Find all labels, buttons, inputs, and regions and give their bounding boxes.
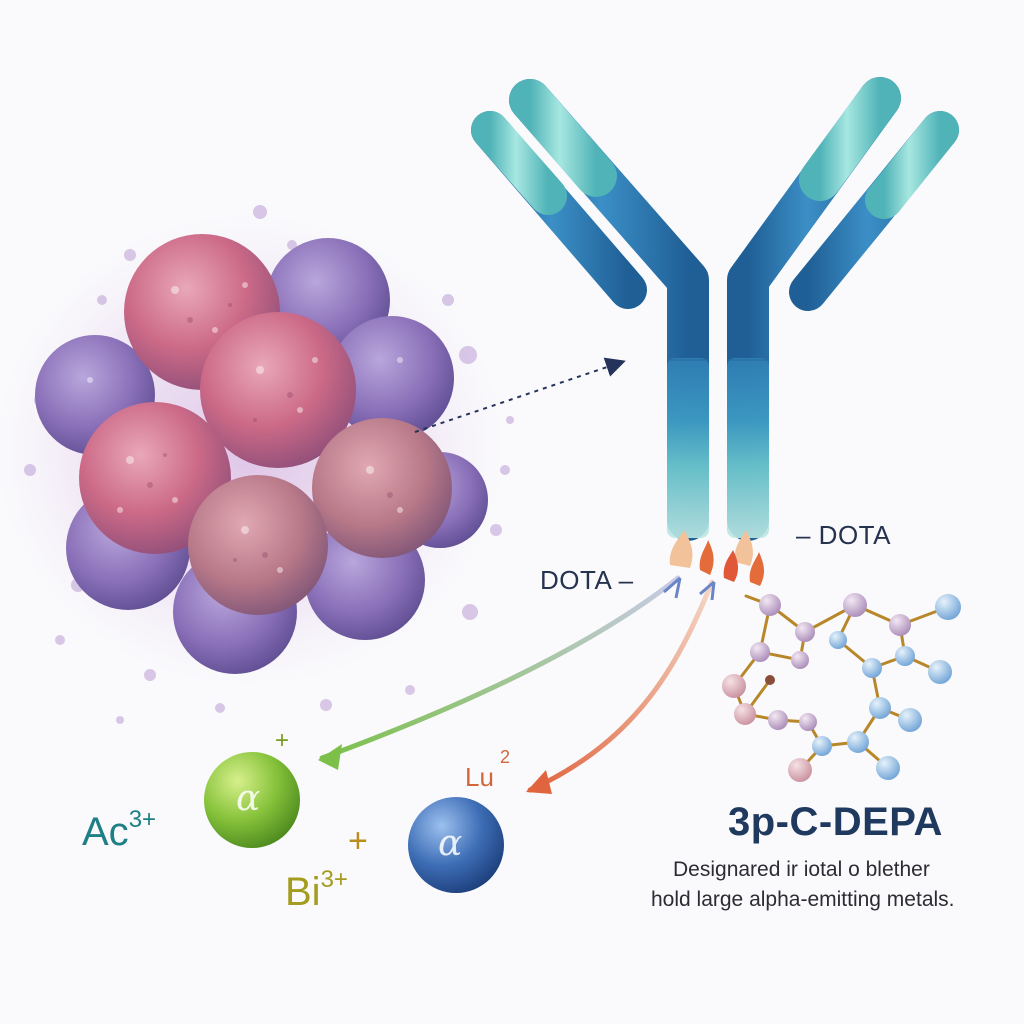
ac-symbol: Ac [82, 810, 129, 854]
bi-symbol: Bi [285, 870, 321, 914]
description-line-1: Designared ir iotal o blether [673, 858, 930, 881]
tumor-cells-icon [0, 200, 520, 724]
chelator-molecule-icon [722, 593, 961, 782]
alpha-particle-icon: α [438, 823, 463, 864]
ac-sphere [204, 752, 300, 848]
ac-ion-label: Ac3+ [82, 806, 156, 855]
chelator-title: 3p-C-DEPA [728, 800, 943, 844]
lu-sphere [408, 797, 504, 893]
lu-charge: 2 [500, 747, 511, 767]
dota-label-right: – DOTA [796, 520, 891, 550]
bi-charge: 3+ [320, 866, 348, 893]
plus-sign-bi: + [348, 822, 368, 860]
ac-charge: 3+ [128, 806, 157, 833]
alpha-particle-icon: α [236, 778, 261, 819]
dota-label-left: DOTA – [540, 565, 634, 595]
bi-ion-label: Bi3+ [285, 866, 348, 915]
plus-sign-ac: + [275, 727, 290, 754]
lu-ion-label: Lu [465, 762, 494, 792]
antibody-icon [471, 77, 959, 586]
description-line-2: hold large alpha-emitting metals. [651, 888, 955, 911]
dotted-arrow-icon [414, 357, 626, 433]
